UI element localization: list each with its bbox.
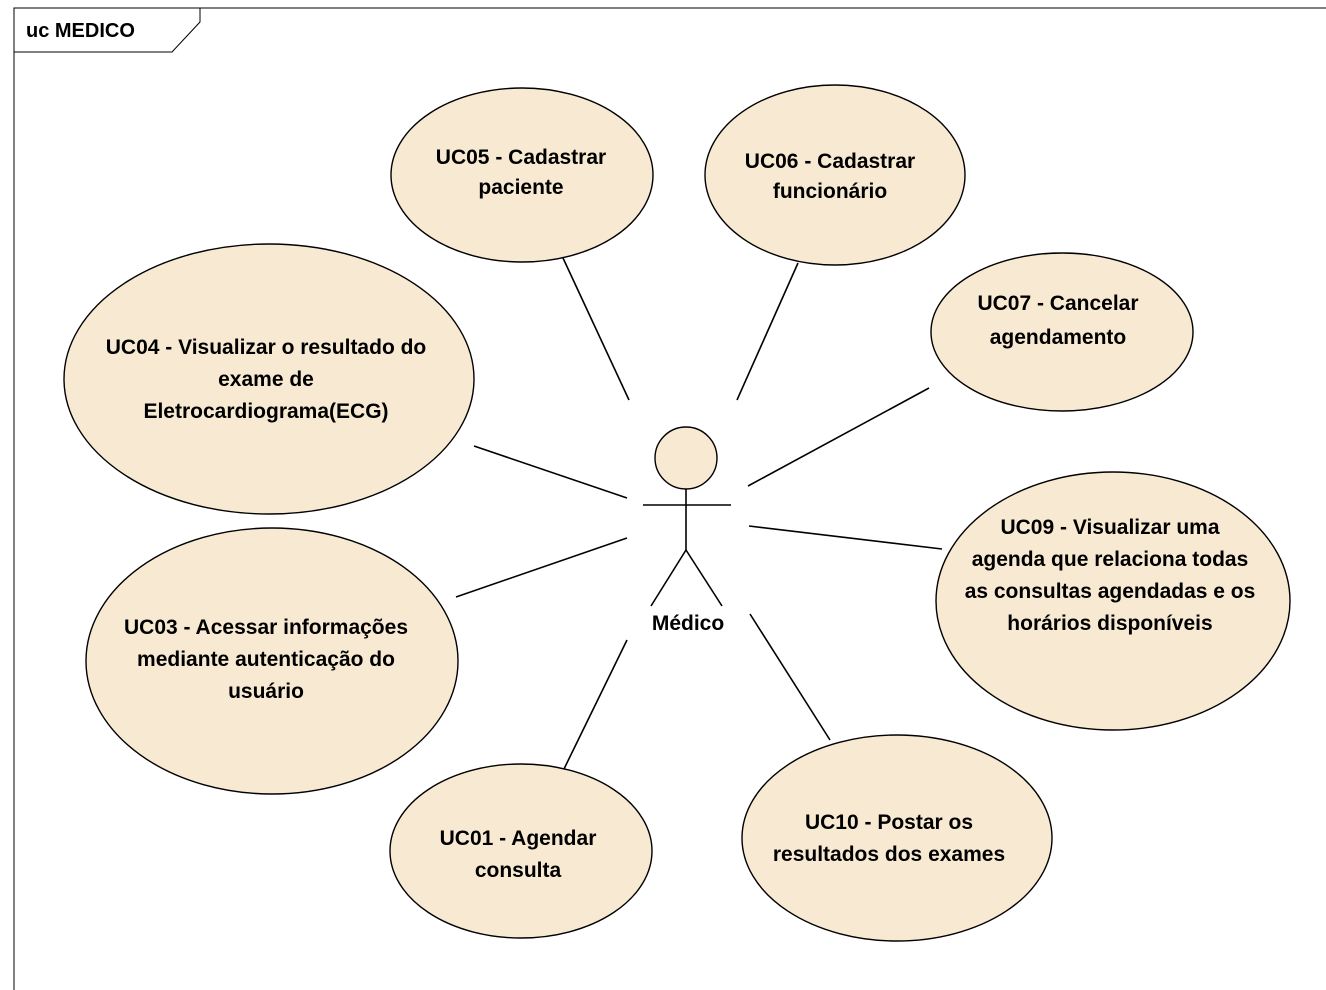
- use-case-uc07[interactable]: UC07 - Cancelar agendamento: [930, 252, 1194, 412]
- uc04-label-line3: Eletrocardiograma(ECG): [143, 400, 388, 423]
- uc09-label-line2: agenda que relaciona todas: [972, 548, 1249, 571]
- actor-medico[interactable]: Médico: [643, 426, 731, 635]
- use-case-uc06[interactable]: UC06 - Cadastrar funcionário: [704, 84, 966, 266]
- uc04-label-line2: exame de: [218, 368, 314, 391]
- use-case-uc10[interactable]: UC10 - Postar os resultados dos exames: [741, 734, 1053, 942]
- uc07-label-line1: UC07 - Cancelar: [977, 292, 1138, 315]
- use-case-uc01[interactable]: UC01 - Agendar consulta: [389, 763, 653, 939]
- association-uc04[interactable]: [473, 445, 628, 499]
- use-case-uc09[interactable]: UC09 - Visualizar uma agenda que relacio…: [935, 471, 1291, 731]
- association-uc05[interactable]: [562, 257, 630, 401]
- uc03-label-line3: usuário: [228, 680, 304, 703]
- actor-right-leg: [685, 549, 723, 607]
- uc09-label-line1: UC09 - Visualizar uma: [1000, 516, 1219, 539]
- uc01-label-line2: consulta: [475, 859, 562, 882]
- association-uc03[interactable]: [455, 537, 628, 598]
- actor-head: [654, 426, 718, 490]
- uc05-label-line2: paciente: [478, 176, 563, 199]
- uc04-label-line1: UC04 - Visualizar o resultado do: [106, 336, 427, 359]
- uc03-label-line1: UC03 - Acessar informações: [124, 616, 408, 639]
- actor-label: Médico: [652, 612, 724, 635]
- association-uc10[interactable]: [749, 613, 831, 741]
- association-uc07[interactable]: [747, 387, 930, 487]
- association-uc01[interactable]: [562, 639, 628, 772]
- uc05-label-line1: UC05 - Cadastrar: [436, 146, 606, 169]
- frame-tab: [13, 7, 201, 53]
- uc03-label-line2: mediante autenticação do: [137, 648, 395, 671]
- frame-label: uc MEDICO: [26, 20, 135, 42]
- uc10-label-line1: UC10 - Postar os: [805, 811, 973, 834]
- uc06-label-line1: UC06 - Cadastrar: [745, 150, 915, 173]
- uc07-label-line2: agendamento: [990, 326, 1127, 349]
- use-case-uc03[interactable]: UC03 - Acessar informações mediante aute…: [85, 527, 459, 795]
- actor-left-leg: [650, 549, 687, 607]
- association-uc09[interactable]: [748, 525, 943, 550]
- use-case-uc05[interactable]: UC05 - Cadastrar paciente: [390, 87, 654, 263]
- association-uc06[interactable]: [736, 262, 799, 401]
- uc09-label-line3: as consultas agendadas e os: [965, 580, 1256, 603]
- uc06-label-line2: funcionário: [773, 180, 887, 203]
- uc09-label-line4: horários disponíveis: [1007, 612, 1212, 635]
- use-case-uc04[interactable]: UC04 - Visualizar o resultado do exame d…: [63, 243, 475, 515]
- uc01-label-line1: UC01 - Agendar: [440, 827, 597, 850]
- uc10-label-line2: resultados dos exames: [773, 843, 1005, 866]
